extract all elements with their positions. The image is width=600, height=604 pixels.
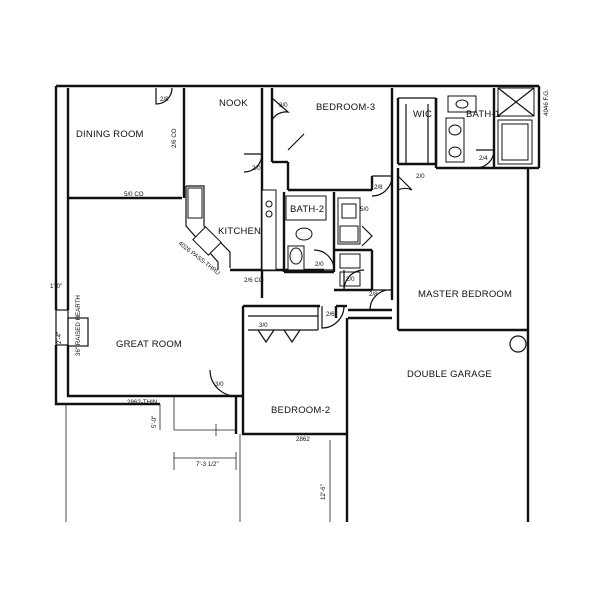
label-window-2862-thin: 2862-THIN bbox=[127, 399, 157, 406]
room-labels: DINING ROOM NOOK BEDROOM-3 WIC BATH-1 BA… bbox=[76, 98, 512, 416]
label-door-30-bed2-closet: 3/0 bbox=[259, 322, 268, 329]
label-door-28-hall: 2/8 bbox=[374, 184, 383, 191]
room-bedroom-3: BEDROOM-3 bbox=[316, 102, 375, 113]
label-door-20-hall: 2/0 bbox=[315, 261, 324, 268]
exterior-walls bbox=[54, 84, 541, 522]
label-door-30-great: 3/0 bbox=[215, 381, 224, 388]
bath1-fixtures bbox=[445, 87, 535, 165]
label-door-20-hall2: 2/0 bbox=[346, 276, 355, 283]
fireplace bbox=[55, 309, 89, 347]
dimension-lines bbox=[65, 396, 331, 522]
label-dim-12-6: 12'-6" bbox=[320, 484, 327, 500]
room-great-room: GREAT ROOM bbox=[116, 339, 182, 350]
label-dim-5-0: 5'-0" bbox=[151, 416, 158, 428]
room-dining-room: DINING ROOM bbox=[76, 129, 144, 140]
label-door-30-bed3: 3/0 bbox=[279, 102, 288, 109]
label-door-50-bath2: 5/0 bbox=[360, 206, 369, 213]
label-door-24-bath1: 2/4 bbox=[479, 155, 488, 162]
label-dim-7-3-5: 7'-3 1/2" bbox=[196, 461, 219, 468]
label-dim-2-4: 2'-4" bbox=[56, 332, 63, 344]
bath2-fixtures bbox=[285, 195, 361, 287]
label-dim-1-0: 1'-0" bbox=[50, 283, 62, 290]
label-door-26-co-kitchen: 2/6 CO bbox=[244, 277, 264, 284]
room-kitchen: KITCHEN bbox=[218, 226, 261, 237]
room-nook: NOOK bbox=[219, 98, 248, 109]
label-door-50-co: 5/0 CO bbox=[124, 191, 144, 198]
room-bath-1: BATH-1 bbox=[466, 109, 500, 120]
label-door-28-master: 2/8 bbox=[369, 291, 378, 298]
door-swings bbox=[155, 87, 527, 397]
label-door-28-dining: 2/8 bbox=[160, 96, 169, 103]
label-door-20-wic: 2/0 bbox=[416, 173, 425, 180]
label-fireplace: 36" RAISED HEARTH bbox=[75, 295, 82, 356]
kitchen-counters bbox=[185, 185, 277, 271]
room-bedroom-2: BEDROOM-2 bbox=[271, 405, 330, 416]
room-bath-2: BATH-2 bbox=[290, 204, 324, 215]
label-door-26-bed2: 2/6 bbox=[326, 311, 335, 318]
room-wic: WIC bbox=[413, 109, 432, 120]
label-window-2862: 2862 bbox=[296, 436, 310, 443]
room-master-bedroom: MASTER BEDROOM bbox=[418, 289, 512, 300]
room-double-garage: DOUBLE GARAGE bbox=[407, 369, 492, 380]
label-door-26-co: 2/6 CO bbox=[171, 128, 178, 148]
interior-walls bbox=[68, 88, 528, 434]
label-window-4046: 4046 F.G. bbox=[543, 89, 550, 116]
label-door-20-nook: 2/0 bbox=[252, 165, 261, 172]
